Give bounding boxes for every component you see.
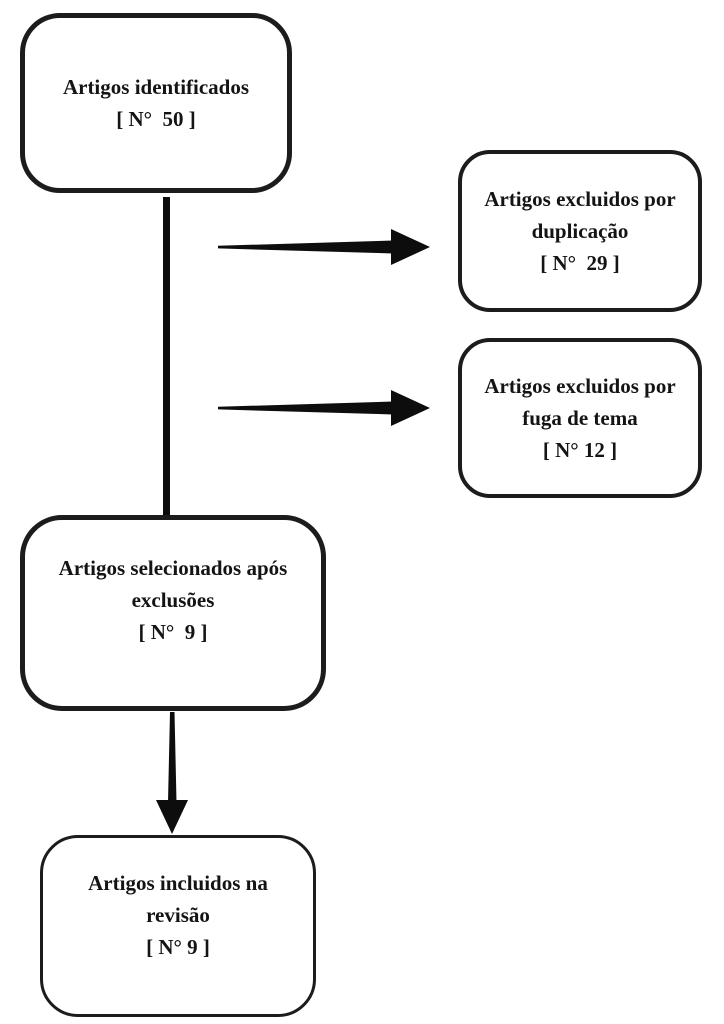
arrow-to-excluded-duplication-icon [218,229,430,265]
box-title: Artigos incluidos na [88,871,268,895]
box-title: Artigos selecionados após [58,556,288,580]
box-title: Artigos excluidos por [484,187,676,211]
box-artigos-excluidos-duplicacao: Artigos excluidos por duplicação [ N° 29… [458,150,702,312]
box-title: Artigos identificados [62,75,250,99]
box-subtitle: exclusões [131,588,215,612]
box-artigos-identificados: Artigos identificados [ N° 50 ] [20,13,292,193]
arrow-to-excluded-theme-icon [218,390,430,426]
box-count: [ N° 50 ] [116,107,196,131]
box-subtitle: duplicação [531,219,629,243]
box-subtitle: revisão [146,903,210,927]
box-artigos-excluidos-fuga-tema: Artigos excluidos por fuga de tema [ N° … [458,338,702,498]
trunk-line [163,197,170,516]
box-artigos-incluidos-na-revisao: Artigos incluidos na revisão [ N° 9 ] [40,835,316,1017]
box-count: [ N° 9 ] [138,620,208,644]
box-artigos-selecionados-apos-exclusoes: Artigos selecionados após exclusões [ N°… [20,515,326,711]
box-count: [ N° 9 ] [146,935,210,959]
box-subtitle: fuga de tema [522,406,638,430]
box-count: [ N° 12 ] [542,438,618,462]
arrow-to-included-icon [156,712,188,834]
box-count: [ N° 29 ] [540,251,620,275]
box-title: Artigos excluidos por [484,374,676,398]
